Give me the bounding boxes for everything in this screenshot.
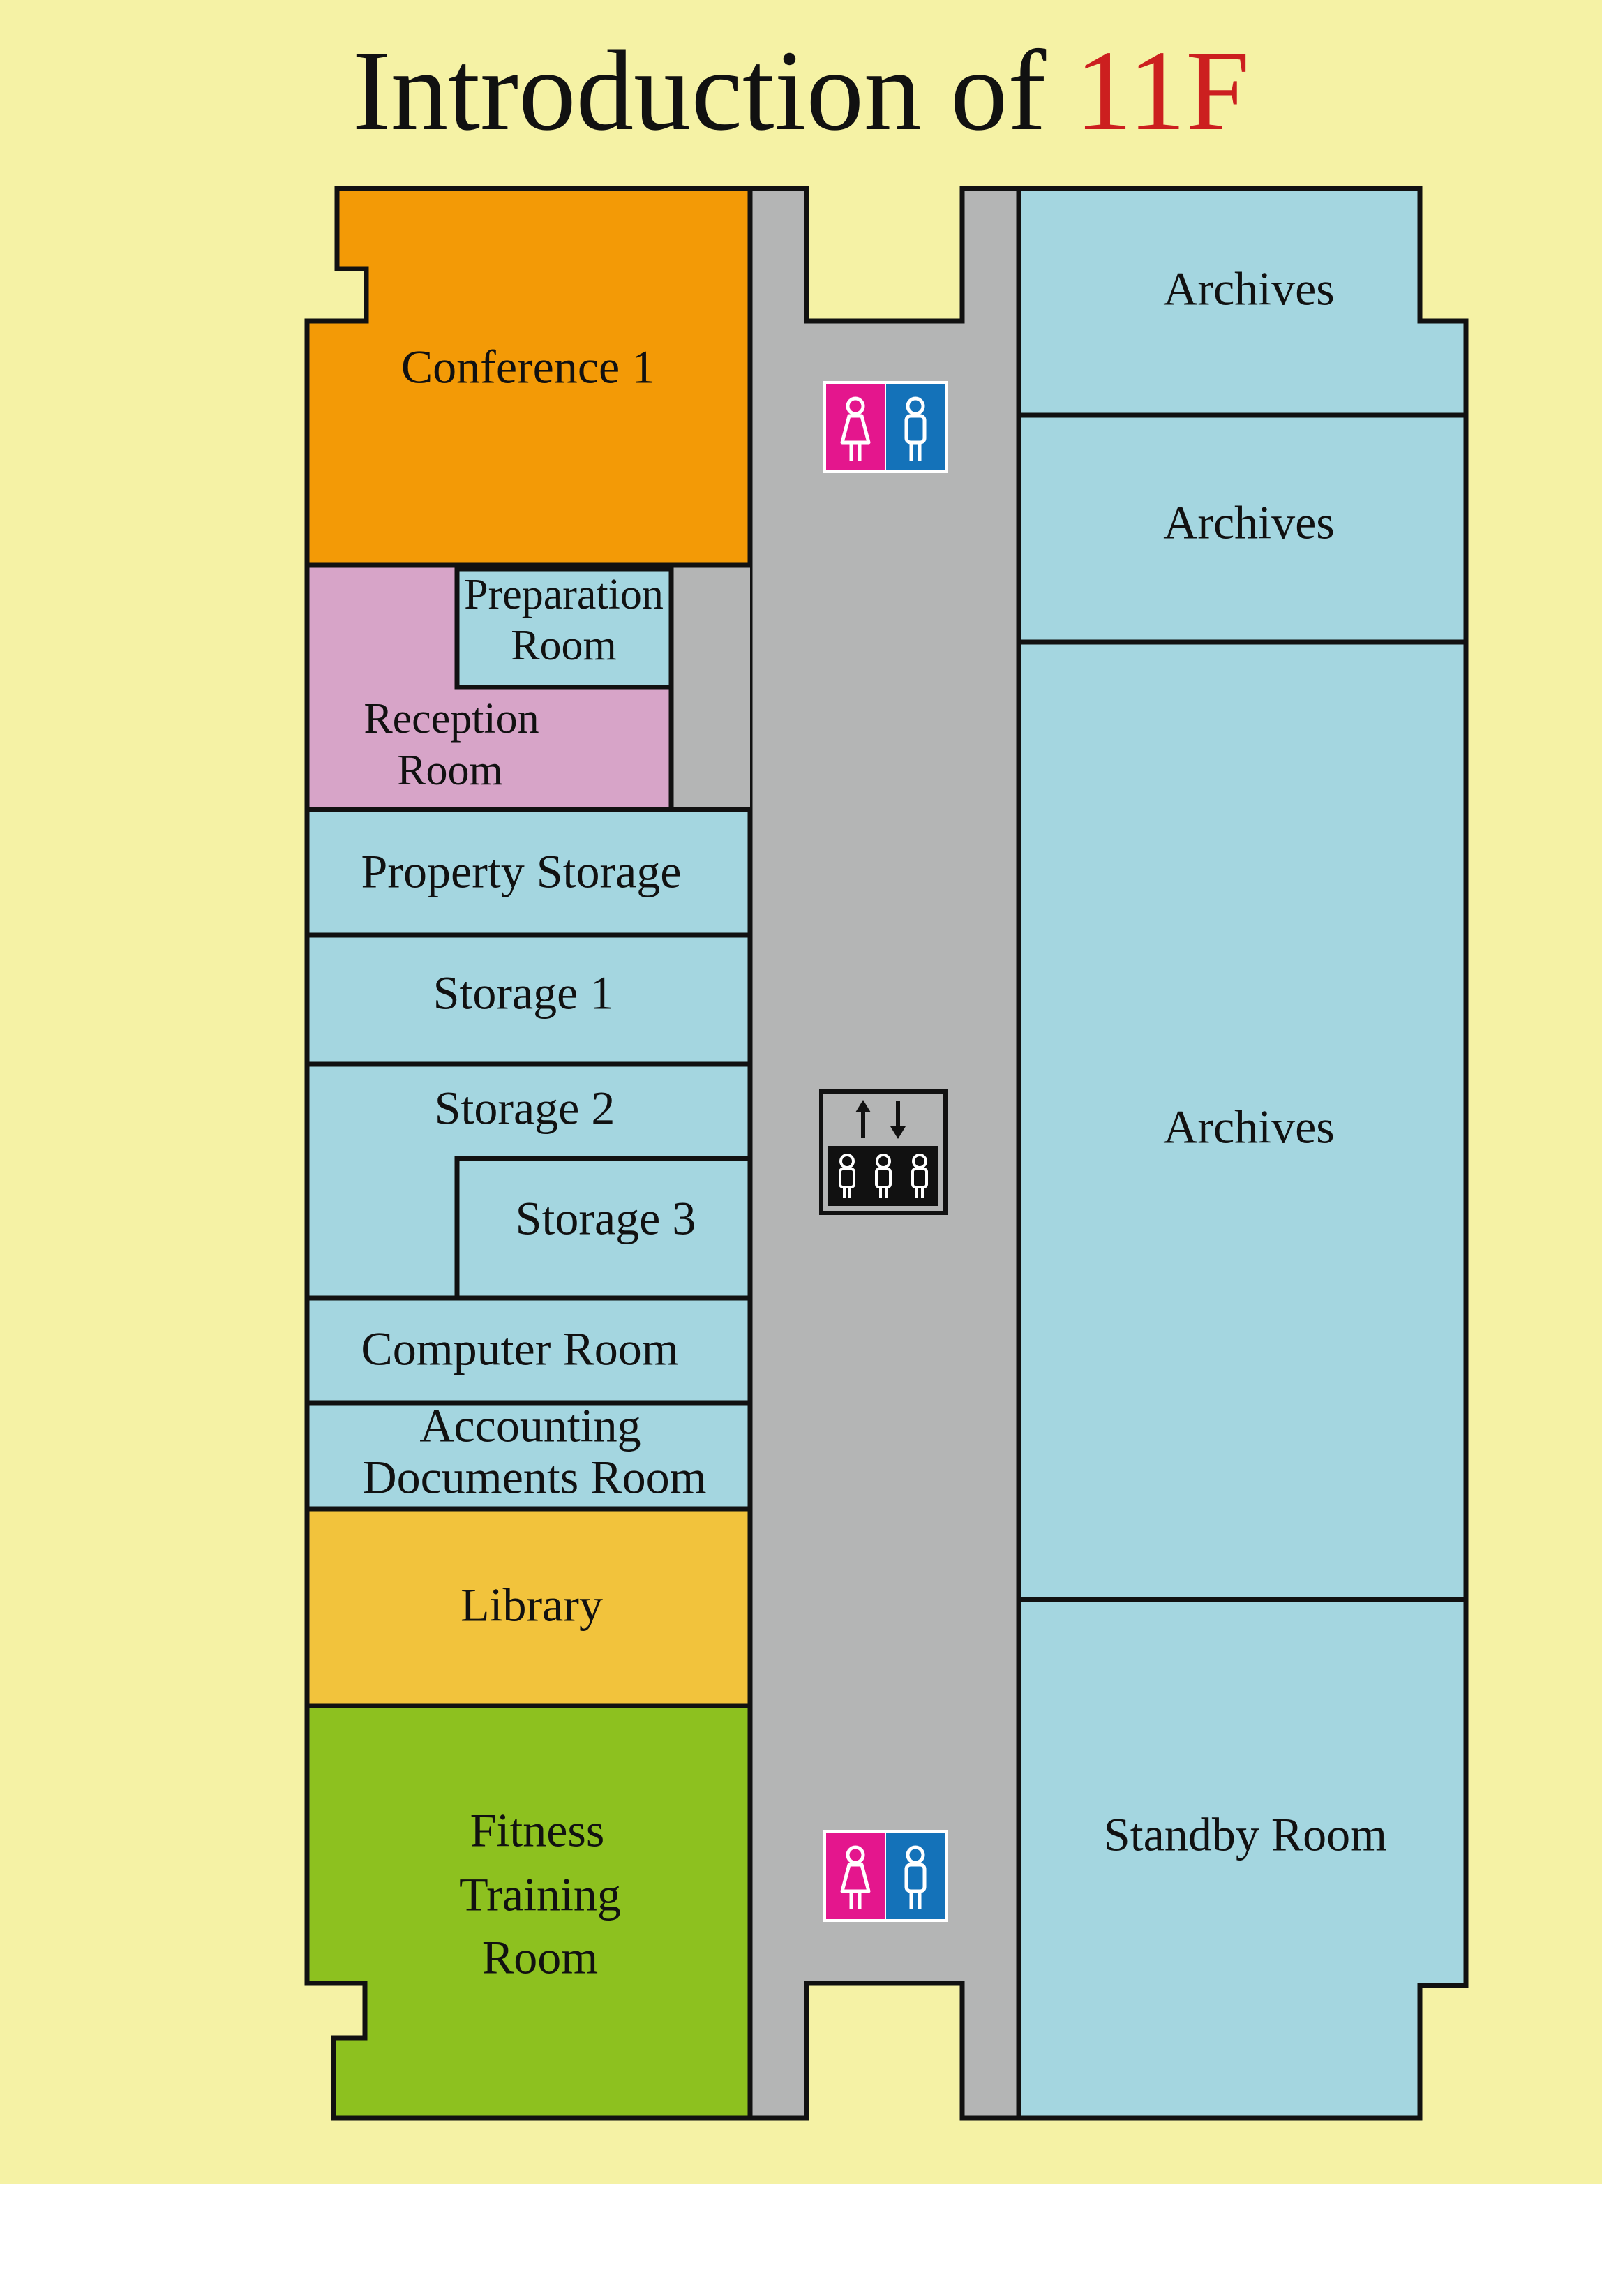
corridor-notch-fill bbox=[670, 564, 750, 810]
page-title: Introduction of 11F bbox=[0, 14, 1602, 167]
label-standby-room: Standby Room bbox=[1104, 1808, 1387, 1861]
label-library: Library bbox=[461, 1579, 603, 1632]
label-accounting-line1: Accounting bbox=[419, 1399, 641, 1452]
room-standby bbox=[1016, 1597, 1469, 2121]
room-library bbox=[304, 1506, 753, 1708]
restroom-icon bbox=[823, 1830, 948, 1922]
room-preparation bbox=[454, 566, 674, 690]
label-archives-2: Archives bbox=[1163, 496, 1334, 549]
label-fitness-line2: Training bbox=[459, 1868, 621, 1921]
room-archives-3 bbox=[1016, 639, 1469, 1602]
label-computer-room: Computer Room bbox=[361, 1322, 678, 1376]
room-storage-1 bbox=[304, 932, 753, 1067]
room-fitness-training bbox=[304, 1703, 753, 2121]
title-text: Introduction of bbox=[352, 27, 1075, 154]
label-accounting-line2: Documents Room bbox=[363, 1451, 707, 1504]
label-reception-line2: Room bbox=[397, 747, 503, 794]
elevator-icon bbox=[819, 1089, 948, 1215]
label-conference-1: Conference 1 bbox=[401, 341, 655, 394]
room-computer bbox=[304, 1295, 753, 1406]
label-reception-line1: Reception bbox=[364, 695, 539, 743]
floor-plan: Conference 1 Preparation Room Reception … bbox=[304, 186, 1469, 2121]
label-fitness-line3: Room bbox=[482, 1931, 598, 1984]
label-preparation-line2: Room bbox=[511, 622, 617, 669]
restroom-icon bbox=[823, 381, 948, 473]
floor-plan-poster: Introduction of 11F bbox=[0, 0, 1602, 2184]
room-storage-3 bbox=[454, 1156, 753, 1301]
room-conference-1 bbox=[304, 186, 753, 568]
room-property-storage bbox=[304, 807, 753, 938]
title-floor: 11F bbox=[1075, 27, 1250, 154]
label-property-storage: Property Storage bbox=[361, 845, 682, 898]
label-archives-1: Archives bbox=[1163, 262, 1334, 315]
label-storage-1: Storage 1 bbox=[433, 967, 614, 1020]
label-storage-2: Storage 2 bbox=[435, 1082, 615, 1135]
label-preparation-line1: Preparation bbox=[464, 571, 664, 618]
label-fitness-line1: Fitness bbox=[470, 1804, 605, 1857]
label-storage-3: Storage 3 bbox=[516, 1192, 696, 1245]
room-archives-2 bbox=[1016, 412, 1469, 645]
label-archives-3: Archives bbox=[1163, 1101, 1334, 1154]
room-accounting-documents bbox=[304, 1400, 753, 1512]
